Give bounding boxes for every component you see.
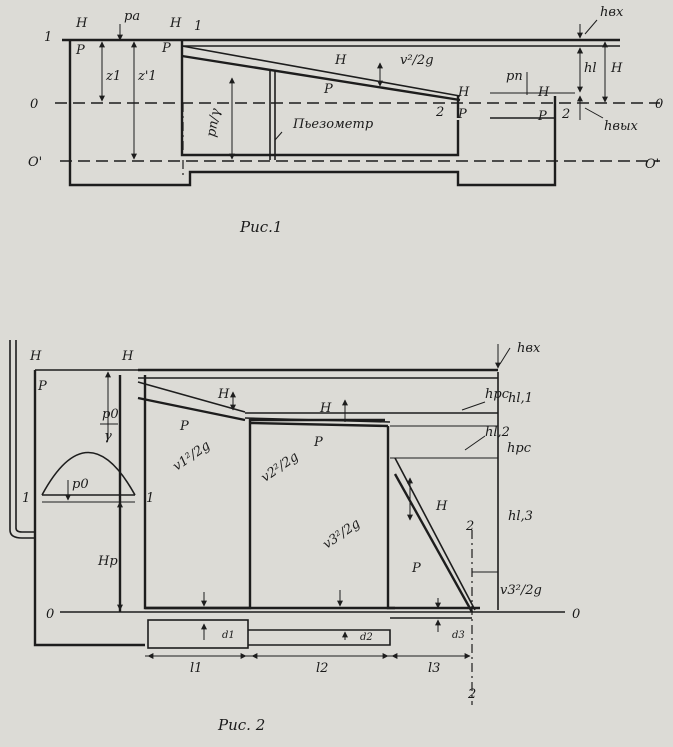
fig2-datum-0-left: 0 [46,607,54,622]
fig2-P-pipe1: P [179,419,189,434]
fig2-tank-outline [33,370,145,647]
fig1-piezometer-leader [274,131,283,141]
fig2-v1-2g-label: v1²/2g [170,438,213,474]
fig2-hl2-label: hl,2 [485,425,510,440]
fig2-hl3-label: hl,3 [508,509,533,524]
fig2-pipe2-top [249,421,389,428]
fig2-l2-label: l2 [316,661,328,676]
fig2-H-pipe1: H [217,387,230,402]
fig2-hl2-leader [464,435,486,451]
fig1-P-left: P [75,43,85,58]
fig1-datum-0prime-left: O' [28,155,42,170]
fig1-hvyx-leader [584,107,604,119]
fig1-piezometer-label: Пьезометр [292,117,374,132]
fig2-hvx-label: hвх [517,341,541,356]
fig1-pn-gamma-label: pn/γ [204,107,224,138]
fig1-H-left: H [75,16,88,31]
fig1-H-mid: H [169,16,182,31]
figure-1: 1 1 H H pa P P z1 z'1 pn/γ Пьезометр H P… [28,5,663,236]
fig2-pipe2-right-wall [386,426,395,610]
fig2-hl1-label: hl,1 [508,391,533,406]
fig2-Hp-label: Hp [97,554,118,569]
fig1-reservoir-outline [68,40,557,187]
fig2-manometer-outer [9,340,35,539]
fig2-energy-grad-1 [137,381,246,413]
fig2-P-pipe2: P [313,435,323,450]
fig1-z1-label: z1 [105,69,121,84]
fig2-d1-label: d1 [222,630,235,641]
fig2-tank-dome [41,451,136,496]
fig2-H-pipe3: H [435,499,448,514]
fig1-H-right: H [537,85,550,100]
fig1-datum-0-right: 0 [655,97,663,112]
fig2-H-pipe2: H [319,401,332,416]
fig2-p0-gamma-top: p0 [102,407,119,422]
fig2-manometer-inner [15,340,35,533]
fig1-left-tank-right-wall [180,40,460,157]
fig2-H-tank: H [121,349,134,364]
fig1-P-slope: P [323,82,333,97]
fig1-H-dim-label: H [610,61,623,76]
fig2-section-2-top: 2 [465,519,474,534]
fig2-section-1-right: 1 [146,491,154,506]
figure-2: H H P p0 γ p0 1 1 Hp H P v1²/2g H P v2²/… [9,340,580,734]
fig1-caption: Рис.1 [239,218,282,236]
fig1-section-2-label: 2 [435,105,444,120]
fig1-hvx-leader [584,19,598,35]
fig2-pipe-section-1 [147,619,249,649]
fig2-piezo-grad-1 [137,396,246,422]
fig2-pipe-section-2 [248,629,391,646]
fig1-section-2-right-label: 2 [561,107,570,122]
fig1-P-outlet: P [457,107,467,122]
fig2-p0-gamma-bottom: γ [104,429,112,444]
fig1-piezometric-line [181,54,461,102]
fig1-datum-0prime-right: O' [645,157,659,172]
fig1-H-slope: H [334,53,347,68]
fig1-hl-label: hl [584,61,597,76]
fig2-hre-label: hрс [485,387,510,402]
fig2-l3-label: l3 [428,661,440,676]
fig2-hrc-label: hрс [507,441,532,456]
fig2-H-left: H [29,349,42,364]
fig1-energy-gradient [181,45,461,97]
fig2-d2-label: d2 [360,632,373,643]
fig1-z1prime-label: z'1 [137,69,157,84]
fig1-P-mid: P [161,41,171,56]
fig2-p0-label: p0 [72,477,89,492]
fig2-energy-grad-3 [394,457,476,611]
fig2-P-left: P [37,379,47,394]
fig1-H-outlet: H [457,85,470,100]
fig2-v2-2g-label: v2²/2g [259,449,302,485]
fig2-piezo-grad-3 [393,473,474,613]
fig1-section-1-left-label: 1 [44,30,52,45]
fig1-pn-label: pn [506,69,523,84]
fig2-P-pipe3: P [411,561,421,576]
fig2-pipe1-wall [143,375,385,610]
fig1-v2g-label: v²/2g [400,53,434,68]
fig2-v3-2g-label: v3²/2g [320,516,363,552]
fig2-section-2-bottom: 2 [467,687,476,702]
fig2-l1-label: l1 [190,661,202,676]
fig1-P-right: P [537,109,547,124]
fig1-hvx-label: hвх [600,5,624,20]
fig2-piezo-grad-2 [244,417,391,423]
fig2-caption: Рис. 2 [217,716,265,734]
fig2-d3-label: d3 [452,630,465,641]
fig2-hvx-leader [499,347,511,365]
fig2-section-1-left: 1 [22,491,30,506]
fig1-datum-0-left: 0 [30,97,38,112]
fig2-datum-0-right: 0 [572,607,580,622]
fig1-section-1-right-label: 1 [194,19,202,34]
fig2-v3-2g-right-label: v3²/2g [500,583,542,598]
fig1-hvyx-label: hвых [604,119,639,134]
fig1-pa-label: pa [124,9,140,24]
fig2-hre-leader [461,401,486,411]
